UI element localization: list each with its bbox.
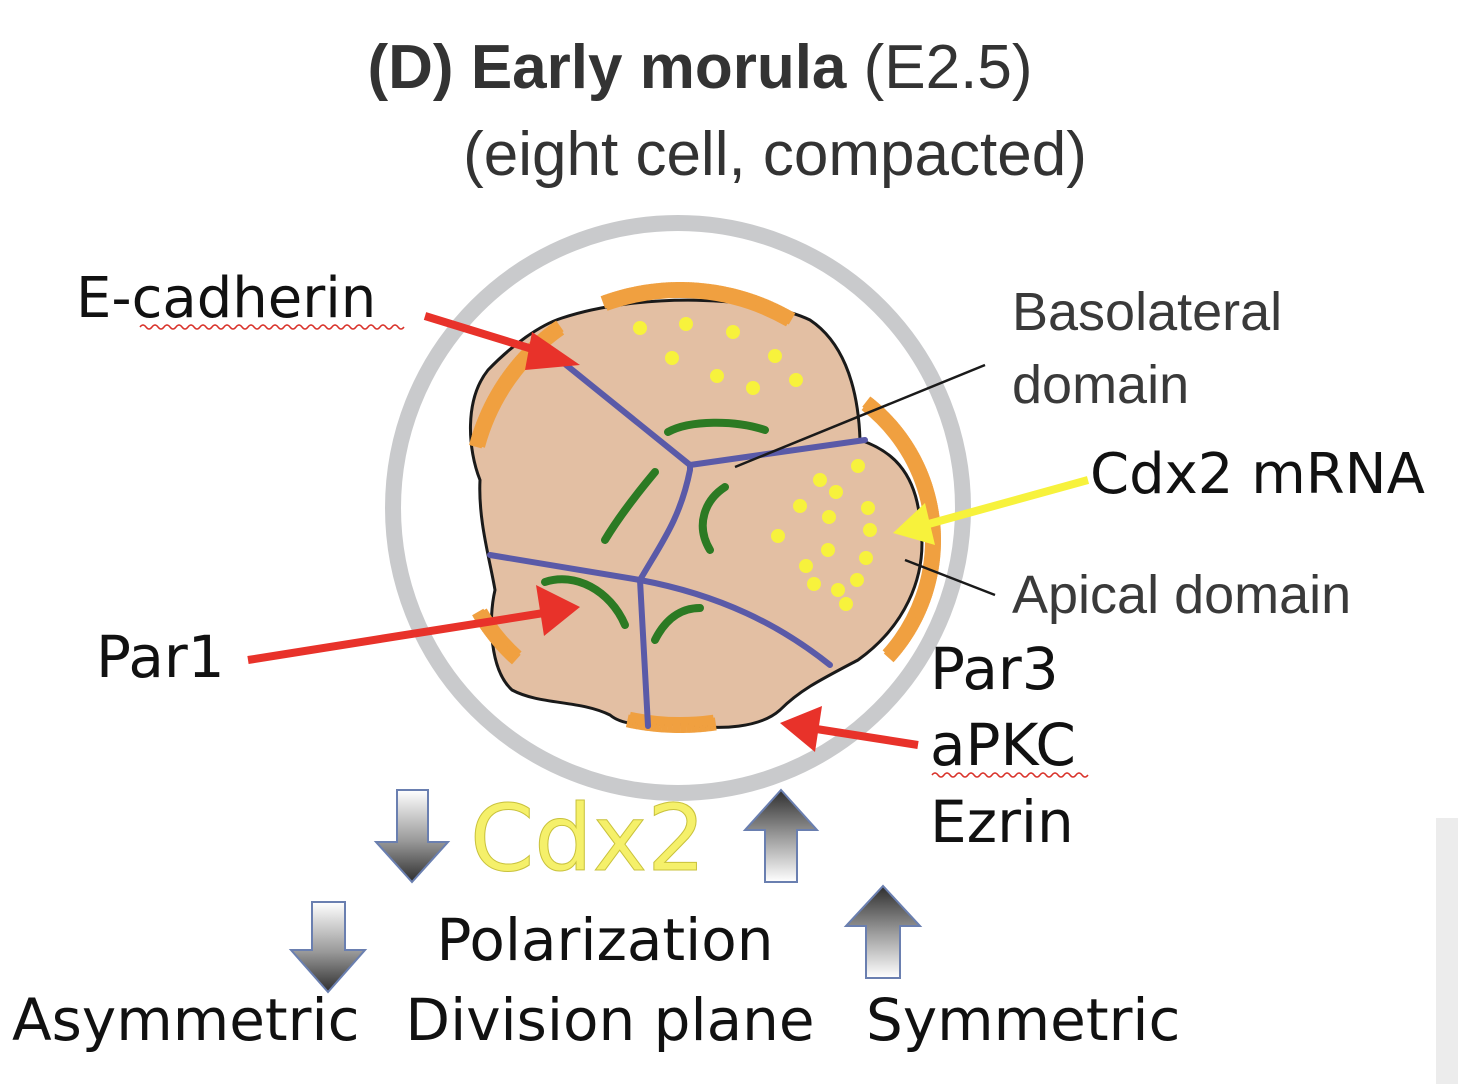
gradient-down-arrow-icon (291, 902, 365, 992)
cdx2-label: Cdx2 (470, 785, 706, 892)
symmetric-label: Symmetric (866, 986, 1180, 1054)
gradient-up-arrow-icon (846, 886, 920, 978)
polarization-label: Polarization (436, 906, 773, 974)
mrna-dot (746, 381, 760, 395)
e-cadherin-label: E-cadherin (76, 266, 376, 331)
mrna-dot (789, 373, 803, 387)
ezrin-label: Ezrin (930, 788, 1074, 856)
mrna-dot (793, 499, 807, 513)
mrna-dot (679, 317, 693, 331)
mrna-dot (861, 501, 875, 515)
mrna-dot (768, 349, 782, 363)
mrna-dot (850, 573, 864, 587)
par3-apkc-ezrin-arrowhead (780, 706, 822, 752)
asymmetric-label: Asymmetric (12, 986, 360, 1054)
gradient-up-arrow-icon (745, 790, 817, 882)
mrna-dot (851, 459, 865, 473)
mrna-dot (633, 321, 647, 335)
mrna-dot (863, 523, 877, 537)
mrna-dot (807, 577, 821, 591)
mrna-dot (771, 529, 785, 543)
mrna-dot (710, 369, 724, 383)
mrna-dot (799, 559, 813, 573)
mrna-dot (839, 597, 853, 611)
gradient-down-arrow-icon (376, 790, 448, 882)
apkc-label: aPKC (930, 711, 1076, 779)
apical-domain-label: Apical domain (1012, 565, 1351, 625)
timepoint: (E2.5) (864, 33, 1033, 102)
mrna-dot (859, 551, 873, 565)
mrna-dot (831, 583, 845, 597)
mrna-dot (726, 325, 740, 339)
mrna-dot (822, 510, 836, 524)
par3-label: Par3 (930, 635, 1059, 703)
par1-label: Par1 (96, 623, 225, 691)
mrna-dot (821, 543, 835, 557)
basolateral-label-line2: domain (1012, 355, 1189, 415)
mrna-dot (813, 473, 827, 487)
cdx2-mrna-label: Cdx2 mRNA (1090, 442, 1425, 507)
scrollbar-edge (1436, 818, 1458, 1084)
division-plane-label: Division plane (405, 986, 814, 1054)
stage-name: Early morula (471, 33, 847, 102)
mrna-dot (665, 351, 679, 365)
basolateral-label-line1: Basolateral (1012, 282, 1282, 342)
mrna-dot (829, 485, 843, 499)
title-line2: (eight cell, compacted) (463, 120, 1087, 189)
panel-label: (D) (368, 33, 454, 102)
title-line1: (D) Early morula (E2.5) (368, 33, 1033, 102)
